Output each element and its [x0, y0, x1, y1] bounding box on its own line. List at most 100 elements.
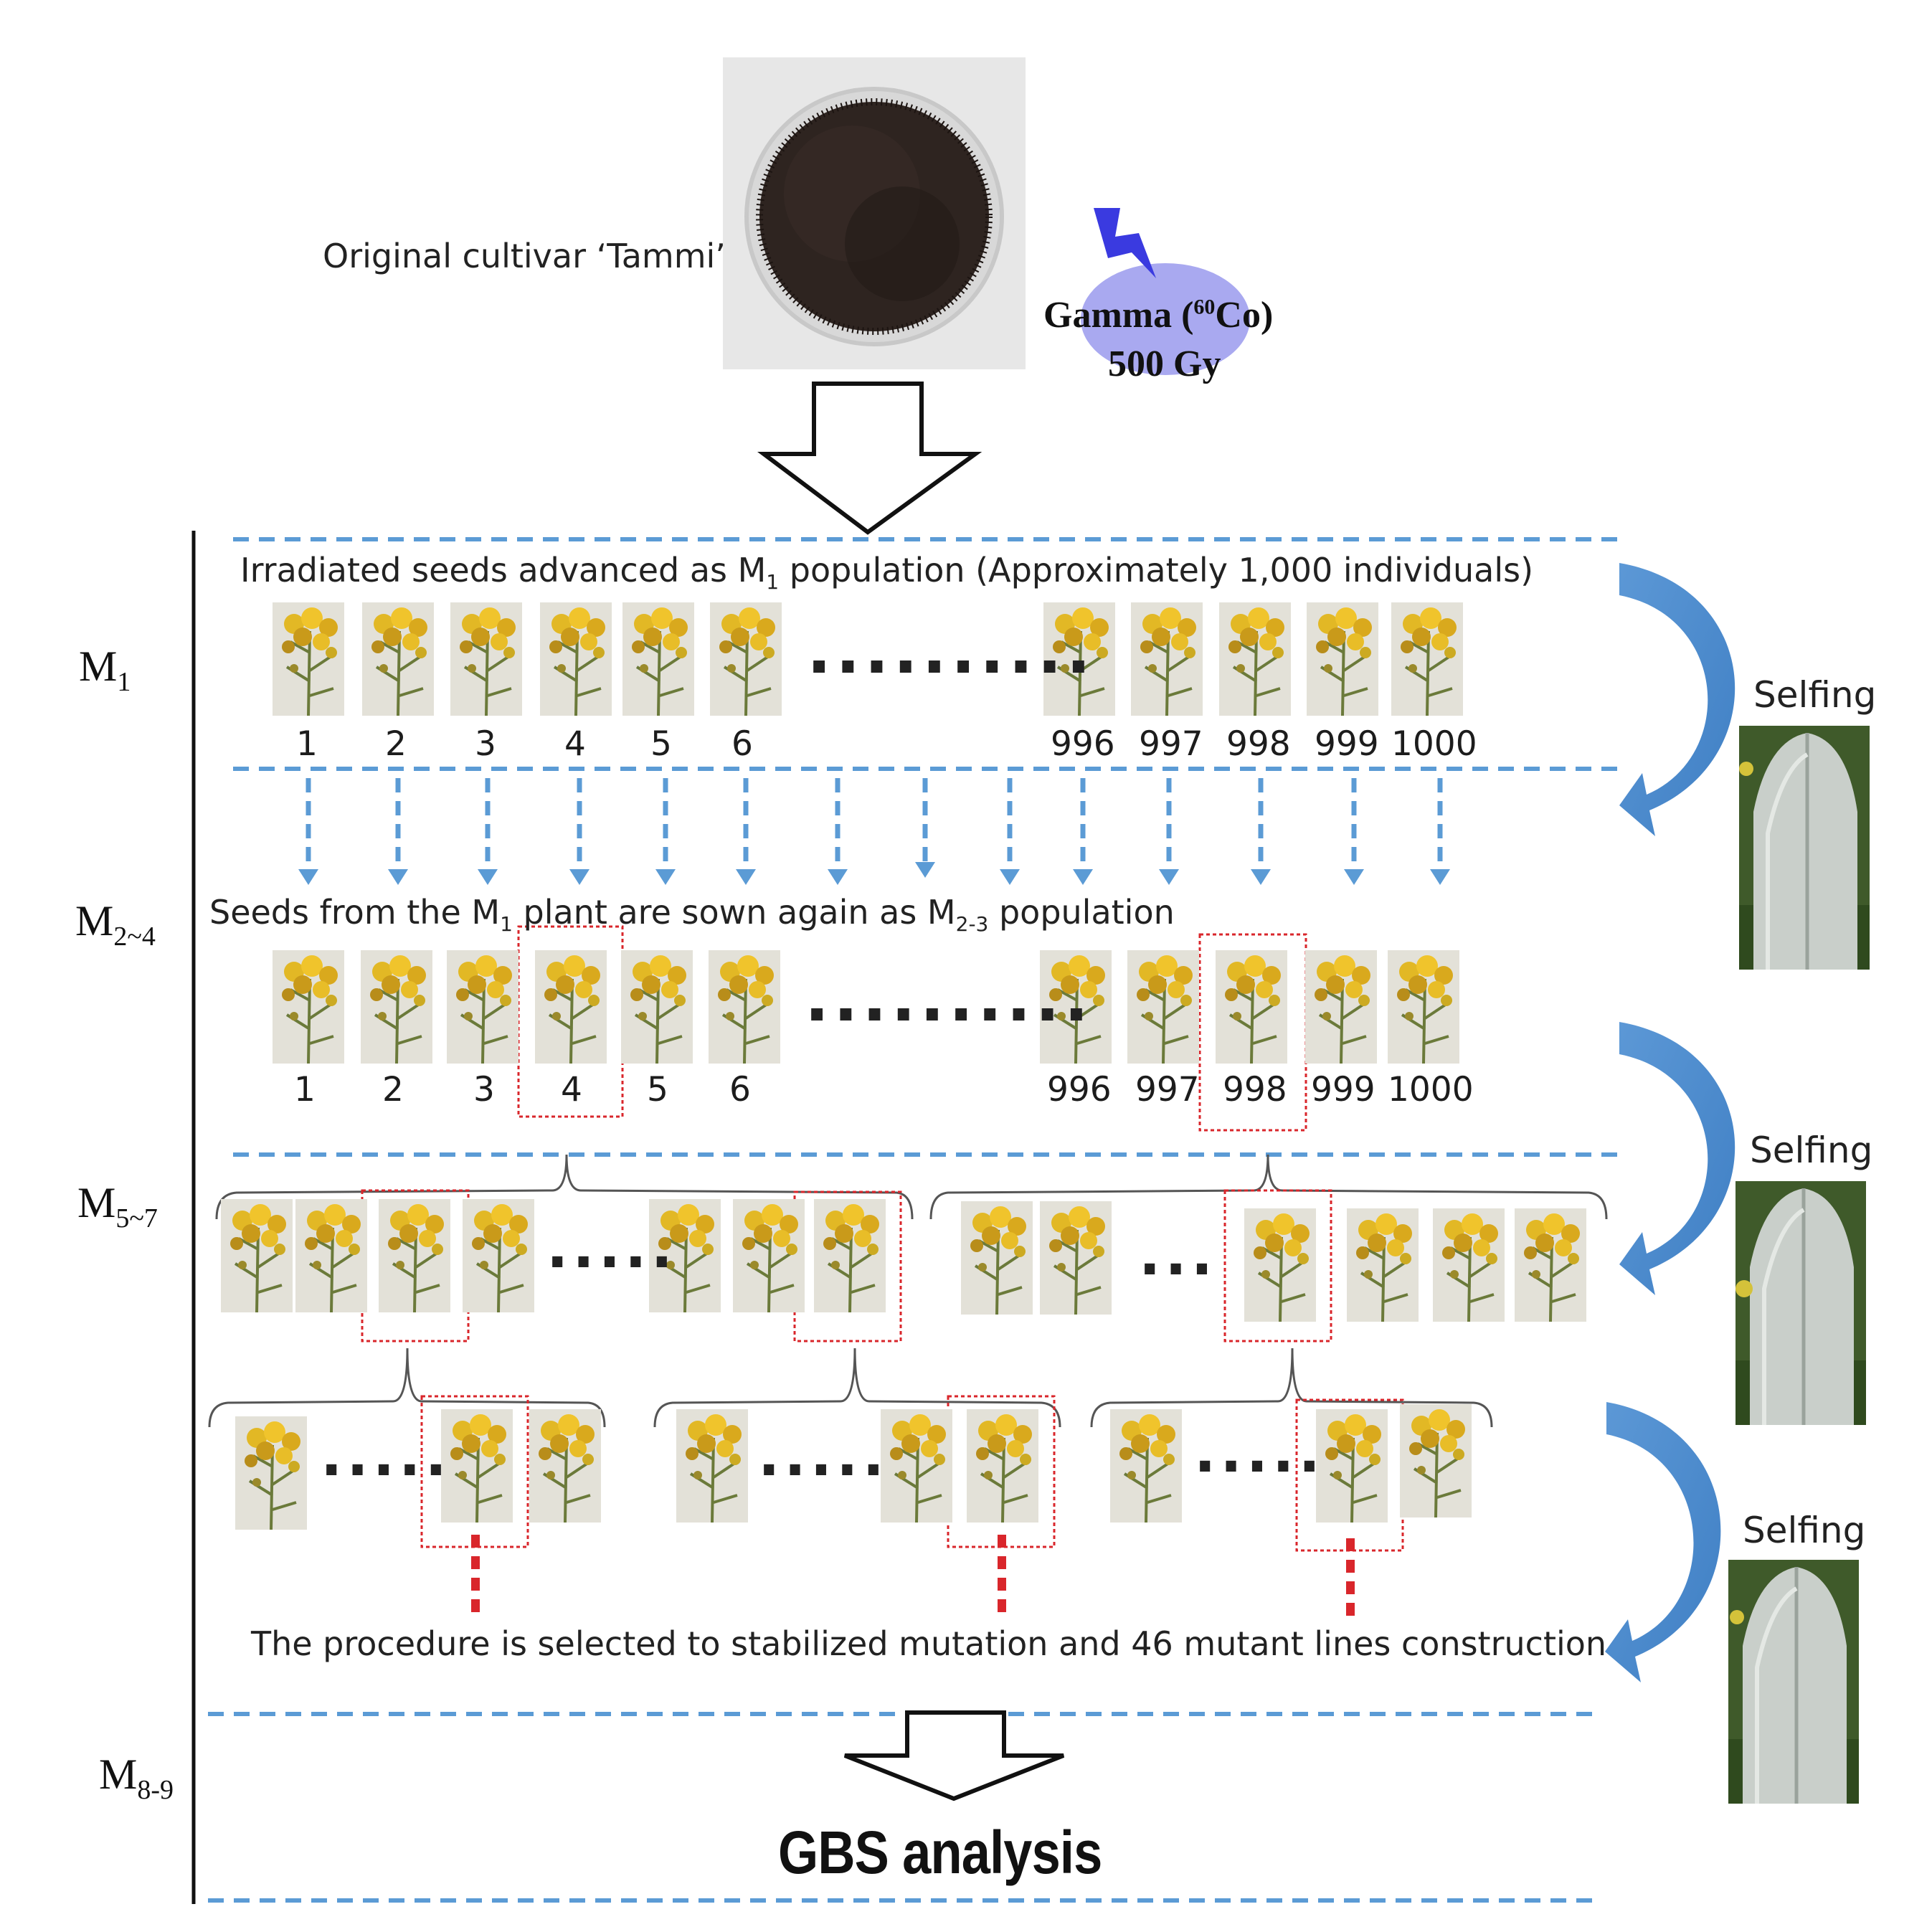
generation-m1: M1 [79, 643, 131, 697]
m1-individual-number: 3 [475, 724, 496, 764]
rapeseed-plant-photo [676, 1409, 748, 1523]
m1-individual-number: 5 [650, 724, 672, 764]
rapeseed-plant-photo [1305, 950, 1377, 1064]
rapeseed-plant-photo [1433, 1208, 1505, 1322]
dashed-arrow-heads [298, 862, 1450, 885]
rapeseed-plant-photo [221, 1199, 293, 1312]
rapeseed-plant-photo [450, 602, 522, 716]
rapeseed-plant-photo [529, 1409, 601, 1523]
rapeseed-plant-photo [235, 1416, 307, 1530]
gbs-analysis-label: GBS analysis [778, 1819, 1102, 1886]
rapeseed-plant-photo [1391, 602, 1463, 716]
rapeseed-plant-photo [649, 1199, 721, 1312]
gamma-ellipse [1081, 263, 1250, 375]
m7-ellipsis-1: ..... [321, 1422, 451, 1489]
m2-individual-number: 6 [729, 1070, 751, 1109]
m2-individual-number: 3 [473, 1070, 495, 1109]
m2-individual-number: 1000 [1388, 1070, 1474, 1109]
original-cultivar-label: Original cultivar ‘Tammi’ [323, 237, 726, 275]
m1-individual-number: 998 [1226, 724, 1291, 764]
rapeseed-plant-photo [441, 1409, 513, 1523]
selfing-label-2: Selfing [1750, 1130, 1873, 1171]
selfing-bag-photo-3 [1728, 1560, 1859, 1804]
rapeseed-plant-photo [1400, 1404, 1472, 1517]
gamma-dose: 500 Gy [1108, 344, 1221, 384]
gamma-label: Gamma (60Co) [1043, 294, 1273, 336]
brackets-lower [208, 1348, 1493, 1428]
rapeseed-plant-photo [1216, 950, 1287, 1064]
rapeseed-plant-photo [273, 950, 344, 1064]
m1-individual-number: 999 [1315, 724, 1379, 764]
rapeseed-plant-photo [961, 1201, 1033, 1315]
selfing-label-3: Selfing [1743, 1510, 1866, 1551]
m2-individual-number: 5 [647, 1070, 668, 1109]
m1-individual-number: 996 [1051, 724, 1115, 764]
m1-individual-number: 6 [731, 724, 753, 764]
m2-individual-number: 2 [382, 1070, 404, 1109]
big-down-arrow [757, 382, 982, 535]
m2-individual-number: 998 [1223, 1070, 1287, 1109]
m2-individual-number: 1 [294, 1070, 316, 1109]
rapeseed-plant-photo [733, 1199, 805, 1312]
selfing-bag-photo-2 [1736, 1181, 1866, 1425]
procedure-description: The procedure is selected to stabilized … [251, 1624, 1607, 1663]
rapeseed-plant-photo [295, 1199, 367, 1312]
m1-description: Irradiated seeds advanced as M1 populati… [240, 551, 1534, 595]
selfing-bag-photo-1 [1739, 726, 1870, 970]
rapeseed-plant-photo [379, 1199, 450, 1312]
rapeseed-plant-photo [967, 1409, 1038, 1523]
gamma-isotope: 60 [1193, 295, 1216, 319]
rapeseed-plant-photo [1515, 1208, 1586, 1322]
m2-individual-number: 996 [1047, 1070, 1112, 1109]
rapeseed-plant-photo [710, 602, 782, 716]
red-continuation [471, 1535, 1355, 1619]
m1-individual-number: 997 [1139, 724, 1203, 764]
rapeseed-plant-photo [1316, 1409, 1388, 1523]
rapeseed-plant-photo [814, 1199, 886, 1312]
rapeseed-plant-photo [1244, 1208, 1316, 1322]
gamma-element: Co) [1215, 295, 1274, 336]
selfing-label-1: Selfing [1753, 674, 1877, 716]
generation-m2-4: M2~4 [75, 897, 156, 952]
rapeseed-plant-photo [463, 1199, 534, 1312]
rapeseed-plant-photo [1388, 950, 1459, 1064]
rapeseed-plant-photo [447, 950, 518, 1064]
dashed-down-arrows [306, 778, 1443, 871]
rapeseed-plant-photo [1347, 1208, 1419, 1322]
generation-m8-9: M8-9 [99, 1751, 174, 1805]
m2-individual-number: 999 [1311, 1070, 1375, 1109]
rapeseed-plant-photo [273, 602, 344, 716]
rapeseed-plant-photo [709, 950, 780, 1064]
lightning-icon [1094, 208, 1156, 278]
m1-individual-number: 2 [385, 724, 407, 764]
rapeseed-plant-photo [1040, 950, 1112, 1064]
rapeseed-plant-photo [1040, 1201, 1112, 1315]
rapeseed-plant-photo [362, 602, 434, 716]
rapeseed-plant-photo [881, 1409, 952, 1523]
m5-ellipsis-1: ..... [546, 1214, 677, 1281]
m1-individual-number: 1000 [1391, 724, 1477, 764]
rapeseed-plant-photo [1219, 602, 1291, 716]
m1-individual-number: 4 [564, 724, 586, 764]
m5-ellipsis-2: ... [1139, 1221, 1218, 1288]
rapeseed-plant-photo [535, 950, 607, 1064]
rapeseed-plant-photo [1110, 1409, 1182, 1523]
rapeseed-plant-photo [1127, 950, 1199, 1064]
rapeseed-plant-photo [1131, 602, 1203, 716]
rapeseed-plant-photo [540, 602, 612, 716]
m7-ellipsis-3: ..... [1194, 1419, 1325, 1485]
rapeseed-plant-photo [622, 602, 694, 716]
gamma-text: Gamma ( [1043, 295, 1194, 336]
seed-petri-dish-photo [723, 57, 1026, 369]
m2-ellipsis: .......... [805, 961, 1093, 1036]
gbs-down-arrow [843, 1710, 1065, 1801]
m2-individual-number: 997 [1135, 1070, 1200, 1109]
m2-description: Seeds from the M1 plant are sown again a… [209, 893, 1175, 937]
m2-individual-number: 4 [561, 1070, 582, 1109]
rapeseed-plant-photo [1307, 602, 1378, 716]
m7-ellipsis-2: ..... [758, 1422, 889, 1489]
brackets-upper [215, 1154, 1608, 1220]
generation-m5-7: M5~7 [77, 1179, 158, 1233]
